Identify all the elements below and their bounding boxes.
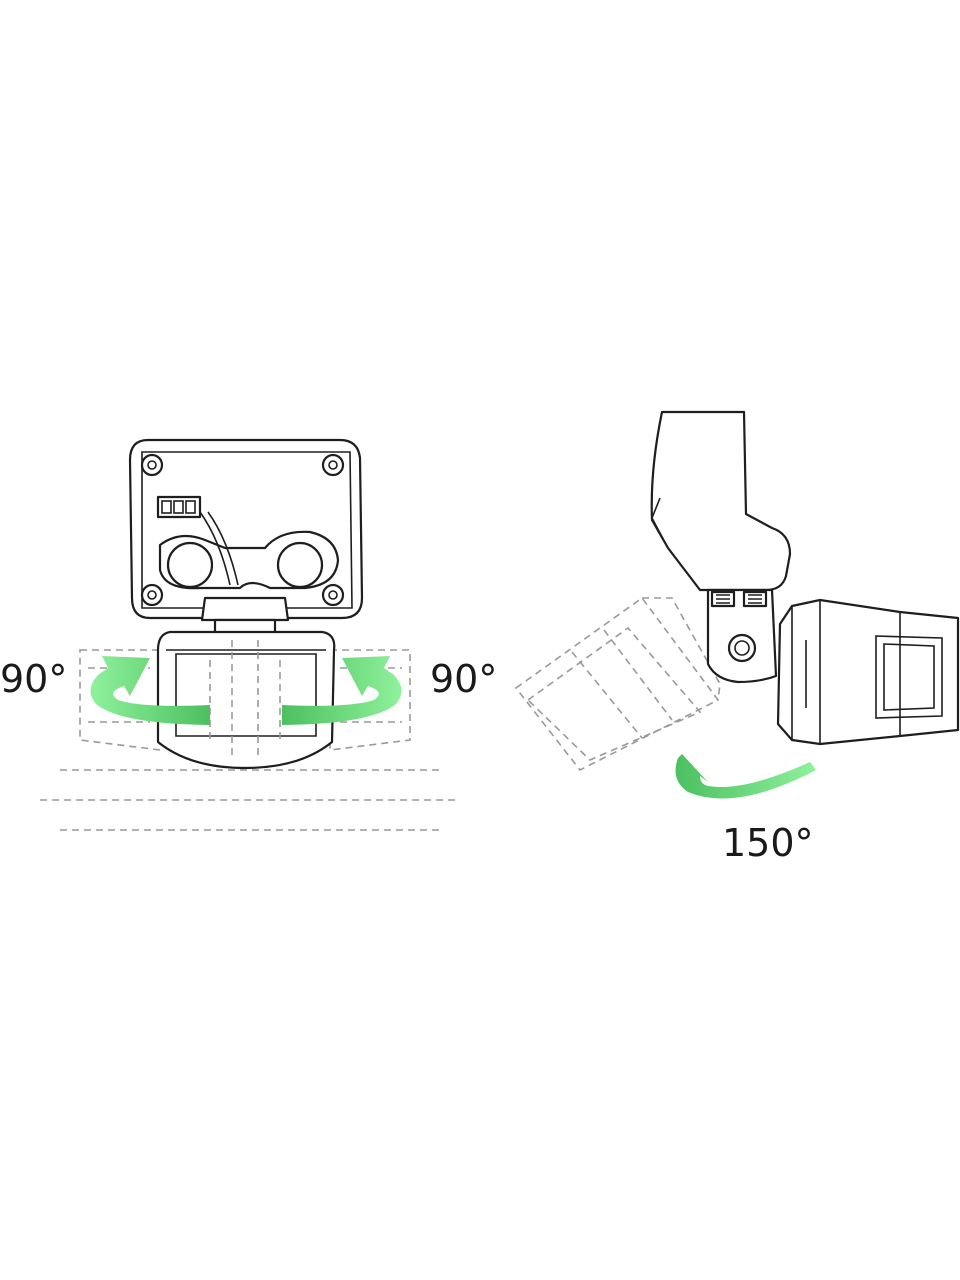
front-view: 90° 90°: [0, 438, 497, 831]
screw-bottom-left-icon: [140, 583, 164, 607]
screw-bottom-right-icon: [321, 583, 345, 607]
terminal-block-icon: [156, 495, 202, 519]
mounting-housing-side: [650, 410, 792, 592]
pan-arrow-right: [282, 656, 402, 725]
pan-arrow-left: [90, 656, 210, 725]
tilt-hinge: [706, 588, 778, 684]
sensor-head-front: [156, 630, 336, 770]
mounting-housing: [128, 438, 364, 638]
ghost-position-tilt: [514, 596, 721, 772]
screw-top-left-icon: [140, 453, 164, 477]
pan-angle-right-label: 90°: [430, 657, 497, 701]
sensor-head-side: [776, 598, 960, 746]
screw-top-right-icon: [321, 453, 345, 477]
tilt-angle-label: 150°: [722, 821, 814, 865]
pan-angle-left-label: 90°: [0, 657, 67, 701]
tilt-arrow: [675, 754, 816, 799]
side-view: 150°: [514, 410, 960, 865]
